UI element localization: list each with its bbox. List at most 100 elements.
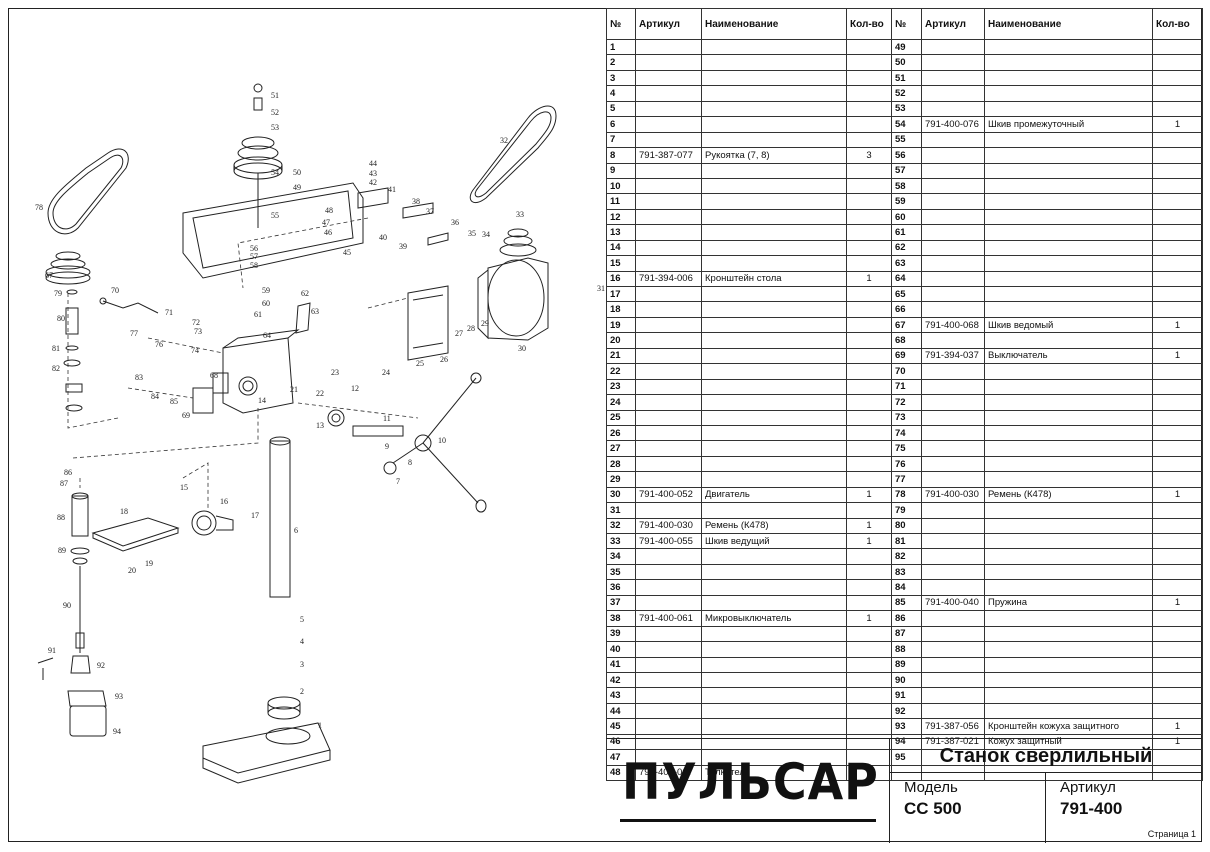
cell-qty: [1152, 69, 1203, 87]
cell-num: 64: [891, 270, 922, 288]
cell-article: [635, 471, 702, 488]
cell-num: 2: [606, 54, 636, 71]
callout-label: 5: [300, 615, 304, 624]
cell-num: 71: [891, 378, 922, 396]
cell-qty: [846, 671, 892, 689]
callout-label: 49: [293, 183, 301, 192]
cell-qty: [846, 702, 892, 720]
cell-name: [701, 625, 847, 643]
cell-article: [635, 455, 702, 473]
cell-name: [984, 85, 1153, 102]
cell-article: [921, 193, 985, 210]
cell-num: 10: [606, 177, 636, 195]
cell-qty: [846, 548, 892, 565]
cell-article: [635, 177, 702, 195]
callout-label: 74: [191, 346, 199, 355]
header-num: №: [891, 8, 922, 40]
callout-label: 89: [58, 546, 66, 555]
cell-qty: 1: [846, 517, 892, 535]
cell-num: 77: [891, 471, 922, 488]
logo-underline: [620, 819, 876, 822]
article-value: 791-400: [1060, 799, 1123, 818]
cell-name: Ремень (К478): [701, 517, 847, 535]
cell-article: 791-387-056: [921, 718, 985, 735]
cell-qty: [1152, 54, 1203, 71]
cell-article: [921, 255, 985, 272]
cell-qty: [846, 316, 892, 334]
cell-name: [984, 255, 1153, 272]
cell-name: [984, 440, 1153, 457]
callout-label: 32: [500, 136, 508, 145]
cell-name: Кронштейн стола: [701, 270, 847, 288]
cell-name: [984, 579, 1153, 596]
cell-name: Ремень (К478): [984, 486, 1153, 504]
callout-label: 59: [262, 286, 270, 295]
callout-label: 53: [271, 123, 279, 132]
cell-article: [635, 162, 702, 179]
cell-name: Двигатель: [701, 486, 847, 504]
cell-qty: [846, 239, 892, 257]
cell-qty: [1152, 193, 1203, 210]
cell-article: [635, 100, 702, 118]
cell-name: Кронштейн кожуха защитного: [984, 718, 1153, 735]
cell-num: 90: [891, 671, 922, 689]
cell-article: [635, 69, 702, 87]
cell-name: [984, 702, 1153, 720]
cell-num: 83: [891, 563, 922, 581]
callout-label: 17: [251, 511, 259, 520]
cell-num: 17: [606, 285, 636, 303]
cell-name: [984, 455, 1153, 473]
cell-num: 8: [606, 147, 636, 164]
cell-qty: 1: [846, 270, 892, 288]
cell-name: [701, 316, 847, 334]
cell-article: [921, 270, 985, 288]
cell-qty: [1152, 378, 1203, 396]
cell-qty: [1152, 285, 1203, 303]
callout-label: 31: [597, 284, 605, 293]
cell-qty: [846, 100, 892, 118]
cell-name: [701, 54, 847, 71]
cell-article: [921, 363, 985, 380]
cell-num: 40: [606, 641, 636, 658]
callout-label: 45: [343, 248, 351, 257]
cell-num: 33: [606, 532, 636, 550]
cell-qty: [1152, 440, 1203, 457]
cell-num: 37: [606, 594, 636, 612]
cell-qty: [1152, 255, 1203, 272]
cell-name: [984, 471, 1153, 488]
cell-name: [701, 285, 847, 303]
logo-cell: ПУЛЬСАР: [606, 739, 890, 843]
cell-qty: [846, 255, 892, 272]
guard-shape: [67, 690, 107, 707]
cell-name: [984, 687, 1153, 704]
cell-qty: [846, 85, 892, 102]
cell-article: [921, 208, 985, 226]
cell-article: [921, 239, 985, 257]
cell-qty: [846, 208, 892, 226]
cell-qty: [846, 224, 892, 241]
cell-name: [984, 502, 1153, 519]
cell-qty: [1152, 687, 1203, 704]
cell-num: 30: [606, 486, 636, 504]
cell-num: 21: [606, 347, 636, 365]
cell-name: [701, 363, 847, 380]
cell-qty: 1: [846, 610, 892, 627]
cell-name: [701, 255, 847, 272]
cell-article: [635, 347, 702, 365]
cell-qty: [846, 687, 892, 704]
cell-name: [701, 193, 847, 210]
cell-article: 791-394-006: [635, 270, 702, 288]
callout-label: 25: [416, 359, 424, 368]
cell-qty: [846, 162, 892, 179]
cell-name: [984, 532, 1153, 550]
cell-num: 70: [891, 363, 922, 380]
exploded-parts-diagram: 1 2 3 4 5 6 7 8 9 10 11 12 13 14 15 16 1…: [35, 83, 605, 784]
